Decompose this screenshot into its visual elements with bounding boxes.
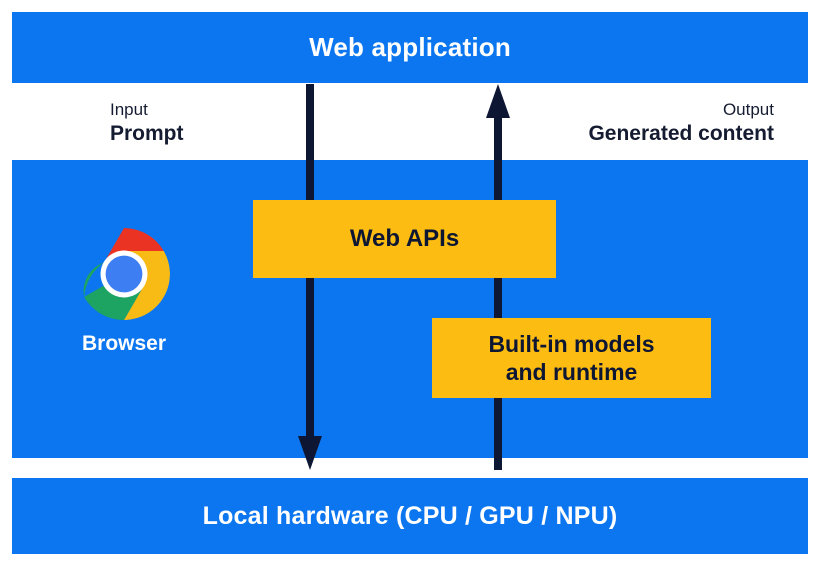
- box-builtin-models-label: Built-in models and runtime: [488, 330, 654, 386]
- band-local-hardware: Local hardware (CPU / GPU / NPU): [12, 478, 808, 554]
- band-local-hardware-label: Local hardware (CPU / GPU / NPU): [202, 501, 618, 530]
- band-web-application: Web application: [12, 12, 808, 83]
- box-builtin-models-label-line2: and runtime: [505, 359, 638, 385]
- box-builtin-models-label-line1: Built-in models: [488, 330, 655, 357]
- band-browser-label: Browser: [81, 332, 167, 355]
- flow-output-value: Generated content: [588, 122, 774, 145]
- arrow-up-icon: [486, 84, 510, 470]
- chrome-logo-icon: [83, 228, 170, 320]
- box-web-apis: Web APIs: [253, 200, 556, 278]
- box-web-apis-label: Web APIs: [349, 225, 460, 253]
- flow-input-kind: Input: [110, 100, 148, 119]
- browser-group: Browser: [48, 228, 200, 356]
- flow-input-value: Prompt: [110, 122, 184, 145]
- flow-label-output: Output Generated content: [588, 100, 774, 146]
- box-builtin-models: Built-in models and runtime: [432, 318, 711, 398]
- flow-output-kind: Output: [722, 100, 774, 119]
- band-web-application-label: Web application: [309, 32, 511, 62]
- flow-label-input: Input Prompt: [110, 100, 184, 146]
